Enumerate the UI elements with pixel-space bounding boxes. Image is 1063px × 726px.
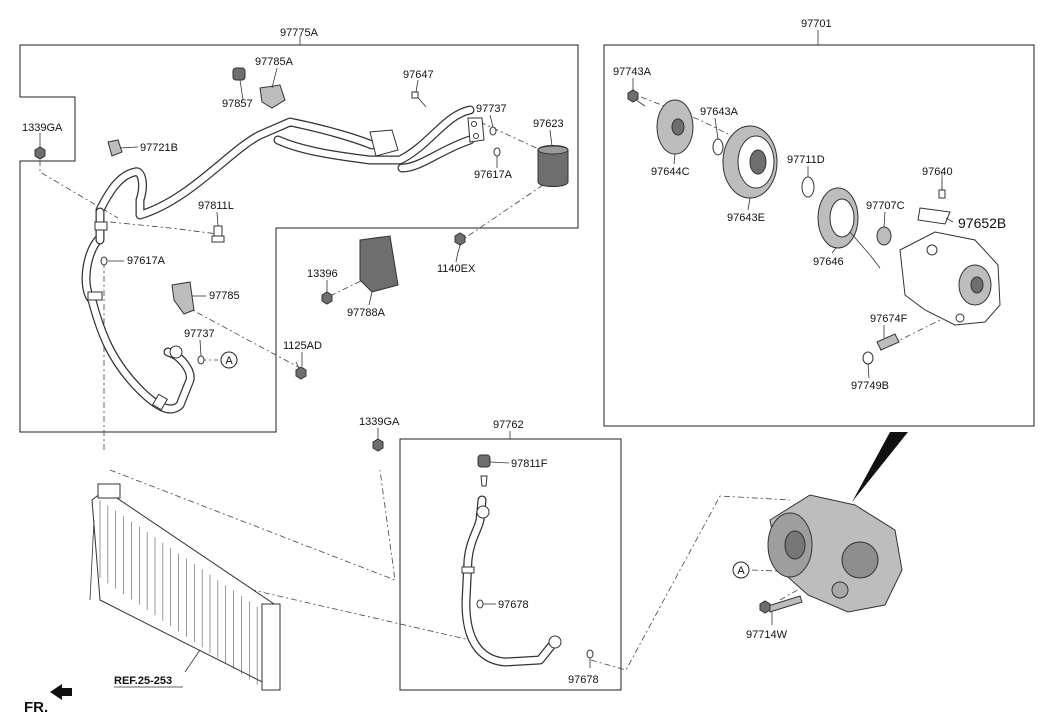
label-97678-mid: 97678 (498, 599, 529, 611)
label-1339GA-left: 1339GA (22, 122, 63, 134)
label-97707C: 97707C (866, 200, 905, 212)
part-97785A-bracket (259, 84, 286, 109)
label-1125AD: 1125AD (283, 340, 322, 352)
oring-97678-low (586, 649, 594, 659)
label-97652B: 97652B (958, 215, 1006, 231)
label-97785A: 97785A (255, 56, 294, 68)
part-97714W-bolt (759, 595, 803, 614)
part-97785-clamp (171, 281, 195, 315)
condenser (89, 483, 281, 691)
part-97623-receiver-drier (537, 145, 569, 187)
label-97762: 97762 (493, 419, 524, 431)
label-13396: 13396 (307, 268, 338, 280)
label-1339GA-mid: 1339GA (359, 416, 400, 428)
assembled-compressor (767, 432, 908, 613)
oring-97617A-left (100, 256, 108, 266)
label-97647: 97647 (403, 69, 434, 81)
label-ref-25-253: REF.25-253 (114, 675, 172, 687)
label-97674F: 97674F (870, 313, 908, 325)
label-97788A: 97788A (347, 307, 386, 319)
part-97721B-valve (107, 139, 123, 157)
part-97646-field-coil (817, 187, 881, 269)
label-97643E: 97643E (727, 212, 765, 224)
label-97737-top: 97737 (476, 103, 507, 115)
part-97711D-snap-ring (801, 176, 815, 198)
label-97714W: 97714W (746, 629, 788, 641)
label-97785: 97785 (209, 290, 240, 302)
front-arrow-icon (50, 684, 72, 700)
label-leader-lines (39, 67, 954, 673)
label-97617A-right: 97617A (474, 169, 513, 181)
label-97775A: 97775A (280, 27, 319, 39)
svg-text:A: A (225, 355, 233, 367)
part-97811F-cap (477, 454, 491, 487)
part-97857-cap (232, 67, 246, 81)
label-97623: 97623 (533, 118, 564, 130)
assembly-box-97762 (399, 438, 622, 691)
label-97643A: 97643A (700, 106, 739, 118)
label-97646: 97646 (813, 256, 844, 268)
compressor-body (899, 231, 1001, 326)
reference-marker-a-right: A (732, 561, 750, 579)
label-97811F: 97811F (511, 458, 548, 470)
part-97640-bolt (938, 189, 946, 199)
part-97644C-hub (656, 99, 694, 155)
part-97811L-cap (211, 225, 225, 243)
part-1339GA-nut-mid (372, 438, 384, 452)
label-97811L: 97811L (198, 200, 234, 212)
part-97743A-bolt (627, 89, 646, 107)
part-97749B-oring (862, 351, 874, 365)
part-97707C-bearing (876, 226, 892, 246)
part-1140EX-bolt (454, 232, 466, 253)
assembly-box-97775A (19, 44, 579, 433)
label-front-marker: FR. (24, 699, 48, 716)
oring-97678-mid (476, 599, 484, 609)
part-13396-nut (321, 291, 333, 305)
part-97643A-shim (712, 138, 724, 156)
label-97857: 97857 (222, 98, 253, 110)
label-97749B: 97749B (851, 380, 889, 392)
oring-97617A-right (493, 147, 501, 157)
label-97617A-left: 97617A (127, 255, 166, 267)
part-97788A-receiver (359, 235, 399, 293)
discharge-hose-97762 (461, 495, 562, 667)
label-97743A: 97743A (613, 66, 652, 78)
oring-97737-low (197, 355, 205, 365)
label-97644C: 97644C (651, 166, 690, 178)
part-1125AD-bolt (295, 361, 307, 380)
part-97643E-pulley (722, 125, 778, 199)
label-97678-low: 97678 (568, 674, 599, 686)
part-97647-bolt (411, 91, 427, 108)
suction-discharge-pipe-assembly (81, 105, 485, 414)
part-97652B-bracket (917, 207, 951, 225)
label-97640: 97640 (922, 166, 953, 178)
label-1140EX: 1140EX (437, 263, 476, 275)
muffler-body (369, 129, 399, 157)
pipe-band (94, 221, 108, 231)
oring-97737-top (489, 126, 497, 136)
label-97737-low: 97737 (184, 328, 215, 340)
label-97701: 97701 (801, 18, 832, 30)
label-97721B: 97721B (140, 142, 178, 154)
reference-marker-a-left: A (220, 351, 238, 369)
svg-text:A: A (737, 565, 745, 577)
label-97711D: 97711D (787, 154, 825, 166)
assembly-box-97701 (603, 44, 1035, 427)
part-97674F-valve (876, 333, 900, 351)
part-1339GA-nut-left (34, 146, 46, 160)
